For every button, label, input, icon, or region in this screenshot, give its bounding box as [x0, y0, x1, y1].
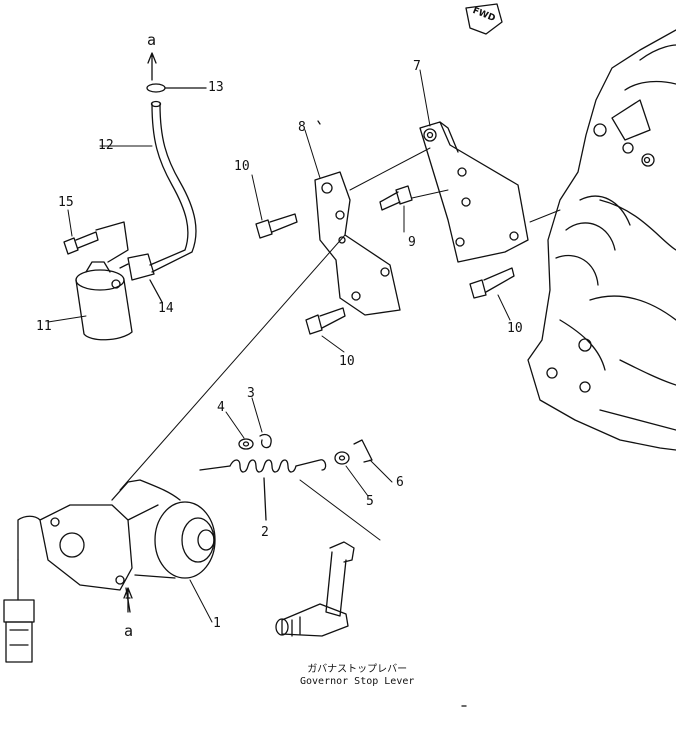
reference-a-top: a	[147, 31, 157, 49]
bolt-10-right	[469, 267, 515, 299]
callout-14: 14	[158, 301, 174, 316]
pin-6	[353, 439, 373, 463]
caption-english: Governor Stop Lever	[300, 675, 415, 687]
callout-10-upper: 10	[234, 159, 250, 174]
fitting-14	[119, 253, 163, 303]
callout-6: 6	[396, 475, 404, 490]
tick-mark	[317, 120, 321, 125]
valve-11	[75, 261, 133, 341]
callout-10-right: 10	[507, 321, 523, 336]
governor-stop-lever	[275, 541, 355, 637]
solenoid-1	[3, 479, 216, 663]
arrow-a-top	[147, 52, 157, 81]
washer-5	[334, 451, 350, 465]
clip-13	[146, 83, 207, 93]
callout-2: 2	[261, 525, 269, 540]
callout-15: 15	[58, 195, 74, 210]
bolt-10-lower-left	[305, 307, 346, 335]
callout-4: 4	[217, 400, 225, 415]
bolt-9	[379, 185, 413, 211]
tube-12	[149, 100, 197, 273]
leader-lines-small-parts	[189, 397, 393, 623]
washer-3	[259, 433, 272, 449]
callout-5: 5	[366, 494, 374, 509]
arrow-a-bottom	[123, 587, 133, 613]
callout-10-lower-left: 10	[339, 354, 355, 369]
callout-7: 7	[413, 59, 421, 74]
callout-1: 1	[213, 616, 221, 631]
washer-4	[238, 438, 254, 450]
callout-11: 11	[36, 319, 52, 334]
bolt-10-upper	[255, 213, 298, 239]
engine-block	[527, 29, 676, 451]
bolt-15	[63, 221, 129, 263]
callout-8: 8	[298, 120, 306, 135]
callout-12: 12	[98, 138, 114, 153]
spring-2	[199, 459, 327, 521]
bracket-7	[419, 121, 529, 263]
caption-japanese: ガバナストップレバー	[307, 664, 408, 675]
callout-3: 3	[247, 386, 255, 401]
fwd-tag-outline	[465, 3, 503, 35]
callout-13: 13	[208, 80, 224, 95]
governor-stop-lever-caption: ガバナストップレバー Governor Stop Lever	[300, 664, 414, 687]
bracket-8	[314, 171, 401, 316]
reference-a-bottom: a	[124, 622, 134, 640]
leader-lines-brackets	[119, 69, 561, 491]
callout-9: 9	[408, 235, 416, 250]
leader-lines-valve	[47, 145, 153, 323]
